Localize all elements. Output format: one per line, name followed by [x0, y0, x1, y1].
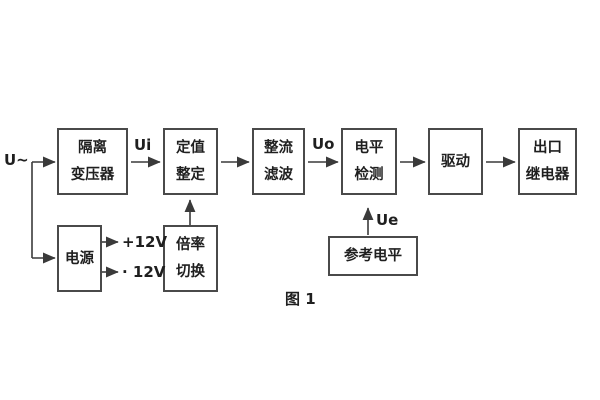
block-label: 定值	[176, 140, 205, 156]
block-label: 整定	[176, 167, 205, 183]
figure-caption: 图 1	[285, 290, 316, 308]
block-label: 滤波	[264, 167, 293, 183]
block-label: 整流	[264, 140, 293, 156]
block-label: 参考电平	[344, 248, 402, 264]
block-label: 驱动	[441, 153, 470, 170]
block-label: 检测	[354, 167, 384, 183]
block-label: 隔离	[78, 140, 107, 156]
block-isolation-transformer: 隔离 变压器	[57, 128, 128, 195]
block-level-detection: 电平 检测	[341, 128, 397, 195]
ui-signal-label: Ui	[134, 136, 152, 154]
block-drive: 驱动	[428, 128, 483, 195]
block-setting-adjust: 定值 整定	[163, 128, 218, 195]
block-label: 切换	[176, 264, 205, 280]
pos-12v-label: +12V	[122, 233, 168, 251]
block-label: 出口	[533, 140, 562, 156]
block-output-relay: 出口 继电器	[518, 128, 577, 195]
block-power-supply: 电源	[57, 225, 102, 292]
ue-signal-label: Ue	[376, 211, 399, 229]
input-voltage-label: U~	[4, 151, 29, 169]
block-label: 电源	[65, 250, 94, 267]
block-label: 电平	[354, 140, 384, 156]
block-reference-level: 参考电平	[328, 236, 418, 276]
block-label: 变压器	[70, 167, 115, 183]
block-label: 继电器	[525, 167, 570, 183]
neg-12v-label: · 12V	[122, 263, 166, 281]
block-label: 倍率	[176, 237, 205, 253]
block-ratio-switch: 倍率 切换	[163, 225, 218, 292]
uo-signal-label: Uo	[312, 135, 335, 153]
block-rectifier-filter: 整流 滤波	[252, 128, 305, 195]
